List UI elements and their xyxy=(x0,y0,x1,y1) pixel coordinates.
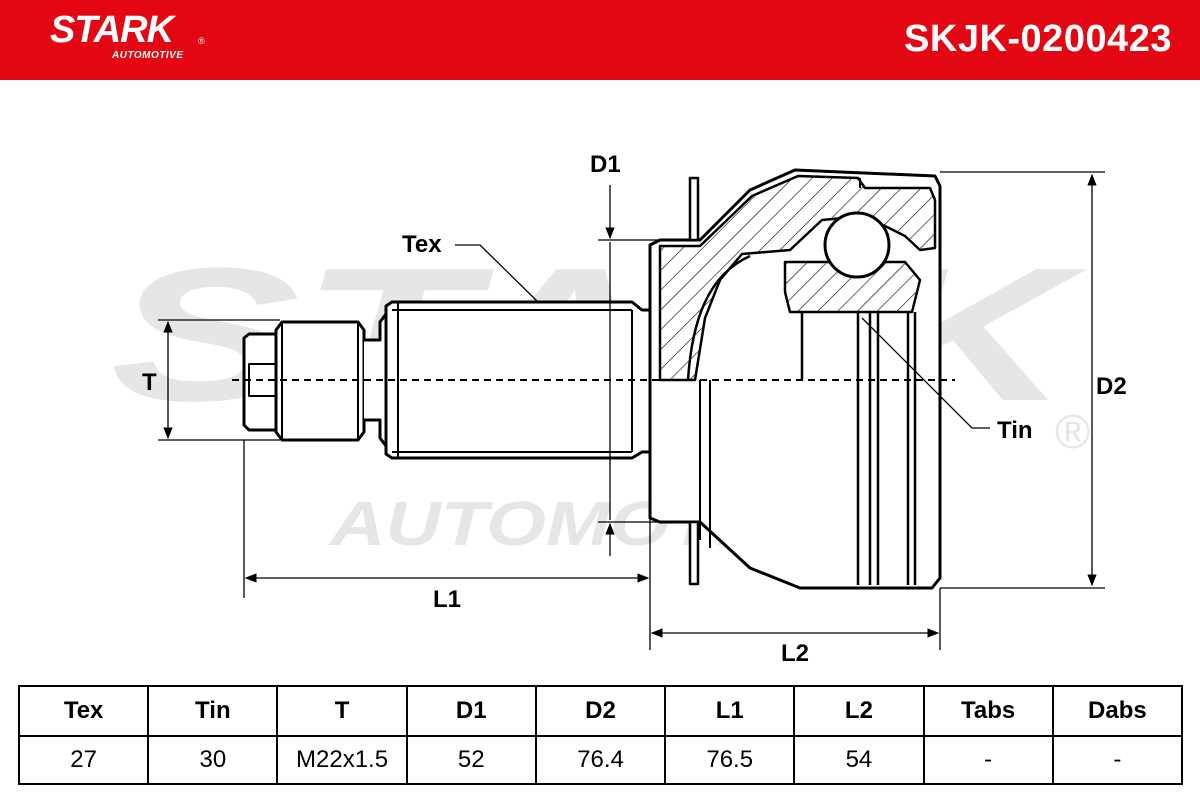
brand-logo: STARK ® AUTOMOTIVE xyxy=(50,9,205,61)
label-l2: L2 xyxy=(781,640,809,667)
spec-value-l2: 54 xyxy=(793,735,925,785)
spec-header-l2: L2 xyxy=(793,685,925,737)
spec-value-tex: 27 xyxy=(17,735,150,785)
bell-housing xyxy=(648,168,942,590)
spec-header-tin: Tin xyxy=(147,685,279,737)
spec-value-d1: 52 xyxy=(405,735,537,785)
spec-value-dabs: - xyxy=(1051,735,1184,785)
label-d1: D1 xyxy=(590,151,621,178)
spec-header-tabs: Tabs xyxy=(922,685,1054,737)
spec-table: Tex Tin T D1 D2 L1 L2 Tabs Dabs 27 30 M2… xyxy=(17,685,1184,785)
part-number: SKJK-0200423 xyxy=(904,18,1172,60)
label-d2: D2 xyxy=(1096,373,1127,400)
brand-registered-mark: ® xyxy=(198,36,205,46)
label-tex: Tex xyxy=(402,231,442,258)
cv-joint-drawing: STARK AUTOMOTIVE ® xyxy=(110,151,1127,667)
spec-value-tabs: - xyxy=(922,735,1054,785)
spec-header-d1: D1 xyxy=(405,685,537,737)
dimension-lines xyxy=(158,171,1105,650)
spec-header-l1: L1 xyxy=(664,685,796,737)
spec-header-t: T xyxy=(276,685,408,737)
spec-header-dabs: Dabs xyxy=(1051,685,1184,737)
watermark-registered: ® xyxy=(1055,406,1090,459)
label-tin: Tin xyxy=(997,417,1033,444)
brand-name: STARK xyxy=(50,9,174,51)
spec-value-l1: 76.5 xyxy=(664,735,796,785)
spec-header-tex: Tex xyxy=(17,685,150,737)
spec-value-tin: 30 xyxy=(147,735,279,785)
label-l1: L1 xyxy=(433,586,461,613)
header-bar: STARK ® AUTOMOTIVE SKJK-0200423 xyxy=(0,0,1200,80)
brand-subtitle: AUTOMOTIVE xyxy=(112,50,184,61)
spec-value-d2: 76.4 xyxy=(534,735,667,785)
spec-header-d2: D2 xyxy=(534,685,667,737)
spec-value-row: 27 30 M22x1.5 52 76.4 76.5 54 - - xyxy=(17,735,1184,785)
spec-header-row: Tex Tin T D1 D2 L1 L2 Tabs Dabs xyxy=(17,685,1184,737)
spec-value-t: M22x1.5 xyxy=(276,735,408,785)
label-t: T xyxy=(142,369,157,396)
